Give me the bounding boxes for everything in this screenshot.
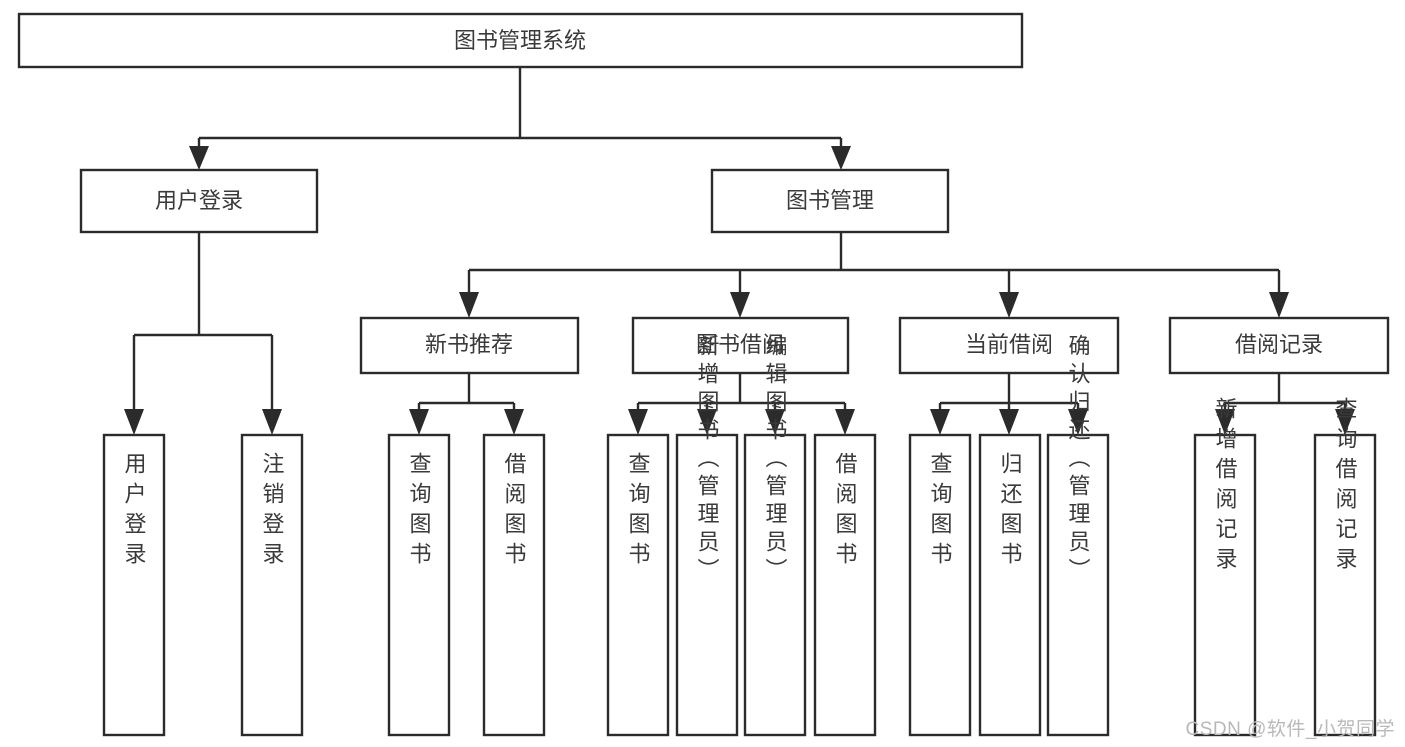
node-leaf-borrow-book-1[interactable]: 借阅图书 bbox=[482, 433, 546, 737]
node-leaf-return-book-label: 归还图书 bbox=[998, 452, 1023, 572]
arrow-head-leaf-add-book bbox=[697, 409, 717, 435]
node-new-book-recommend[interactable]: 新书推荐 bbox=[359, 316, 580, 375]
arrow-head-leaf-add-record bbox=[1215, 409, 1235, 435]
arrow-head-leaf-return-book bbox=[999, 409, 1019, 435]
arrow-head-borrow-record bbox=[1269, 292, 1289, 318]
node-leaf-borrow-book-1-label: 借阅图书 bbox=[502, 452, 527, 572]
arrow-head-leaf-query-record bbox=[1335, 409, 1355, 435]
node-leaf-query-record-box[interactable] bbox=[1313, 433, 1377, 737]
node-book-manage-label: 图书管理 bbox=[786, 188, 874, 213]
node-user-login[interactable]: 用户登录 bbox=[79, 168, 319, 234]
node-current-borrow[interactable]: 当前借阅 bbox=[898, 316, 1120, 375]
node-leaf-add-record-box[interactable] bbox=[1193, 433, 1257, 737]
arrow-head-book-manage bbox=[831, 146, 851, 170]
node-leaf-logout-login-box[interactable] bbox=[240, 433, 304, 737]
node-leaf-user-login-box[interactable] bbox=[102, 433, 166, 737]
node-leaf-borrow-book-2[interactable]: 借阅图书 bbox=[813, 433, 877, 737]
node-new-book-recommend-box[interactable] bbox=[359, 316, 580, 375]
node-book-manage-box[interactable] bbox=[710, 168, 950, 234]
node-leaf-add-book[interactable]: 新增图书（管理员） bbox=[675, 334, 739, 737]
arrow-head-leaf-confirm-return bbox=[1068, 409, 1088, 435]
node-leaf-query-record-label: 查询借阅记录 bbox=[1333, 397, 1358, 577]
node-borrow-record-box[interactable] bbox=[1168, 316, 1390, 375]
arrow-head-leaf-logout-login bbox=[262, 409, 282, 435]
node-leaf-query-record[interactable]: 查询借阅记录 bbox=[1313, 397, 1377, 737]
node-new-book-recommend-label: 新书推荐 bbox=[425, 332, 513, 357]
node-leaf-query-book-1[interactable]: 查询图书 bbox=[387, 433, 451, 737]
node-leaf-confirm-return-label: 确认归还（管理员） bbox=[1066, 334, 1091, 586]
node-book-borrow[interactable]: 图书借阅 bbox=[631, 316, 850, 375]
arrow-head-book-borrow bbox=[730, 292, 750, 318]
node-borrow-record[interactable]: 借阅记录 bbox=[1168, 316, 1390, 375]
node-leaf-query-book-2-label: 查询图书 bbox=[626, 452, 651, 572]
node-leaf-query-book-1-box[interactable] bbox=[387, 433, 451, 737]
connectors-group bbox=[124, 67, 1355, 435]
node-leaf-user-login-label: 用户登录 bbox=[122, 452, 147, 572]
node-leaf-logout-login[interactable]: 注销登录 bbox=[240, 433, 304, 737]
node-root[interactable]: 图书管理系统 bbox=[17, 12, 1024, 69]
node-leaf-query-book-3[interactable]: 查询图书 bbox=[908, 433, 972, 737]
node-leaf-user-login[interactable]: 用户登录 bbox=[102, 433, 166, 737]
node-leaf-logout-login-label: 注销登录 bbox=[260, 452, 285, 572]
node-leaf-return-book[interactable]: 归还图书 bbox=[978, 433, 1042, 737]
arrow-head-current-borrow bbox=[999, 292, 1019, 318]
node-leaf-query-book-2[interactable]: 查询图书 bbox=[606, 433, 670, 737]
arrow-head-leaf-borrow-book-2 bbox=[835, 409, 855, 435]
node-root-label: 图书管理系统 bbox=[454, 28, 586, 53]
node-leaf-add-book-label: 新增图书（管理员） bbox=[695, 334, 720, 586]
node-current-borrow-box[interactable] bbox=[898, 316, 1120, 375]
node-leaf-query-book-3-label: 查询图书 bbox=[928, 452, 953, 572]
arrow-head-leaf-borrow-book-1 bbox=[504, 409, 524, 435]
node-book-manage[interactable]: 图书管理 bbox=[710, 168, 950, 234]
node-leaf-query-book-3-box[interactable] bbox=[908, 433, 972, 737]
arrow-head-user-login bbox=[189, 146, 209, 170]
node-leaf-edit-book-box[interactable] bbox=[743, 433, 807, 737]
node-leaf-add-record-label: 新增借阅记录 bbox=[1213, 397, 1238, 577]
arrow-head-leaf-query-book-1 bbox=[409, 409, 429, 435]
arrow-head-leaf-user-login bbox=[124, 409, 144, 435]
node-book-borrow-box[interactable] bbox=[631, 316, 850, 375]
node-leaf-edit-book[interactable]: 编辑图书（管理员） bbox=[743, 334, 807, 737]
node-leaf-confirm-return[interactable]: 确认归还（管理员） bbox=[1046, 334, 1110, 737]
node-leaf-borrow-book-1-box[interactable] bbox=[482, 433, 546, 737]
node-leaf-add-record[interactable]: 新增借阅记录 bbox=[1193, 397, 1257, 737]
node-leaf-edit-book-label: 编辑图书（管理员） bbox=[763, 334, 788, 586]
arrow-head-leaf-query-book-3 bbox=[930, 409, 950, 435]
node-leaf-return-book-box[interactable] bbox=[978, 433, 1042, 737]
node-leaf-query-book-1-label: 查询图书 bbox=[407, 452, 432, 572]
node-leaf-borrow-book-2-box[interactable] bbox=[813, 433, 877, 737]
node-current-borrow-label: 当前借阅 bbox=[965, 332, 1053, 357]
node-user-login-label: 用户登录 bbox=[155, 188, 243, 213]
arrow-head-leaf-query-book-2 bbox=[628, 409, 648, 435]
node-root-box[interactable] bbox=[17, 12, 1024, 69]
node-leaf-borrow-book-2-label: 借阅图书 bbox=[833, 452, 858, 572]
node-leaf-add-book-box[interactable] bbox=[675, 433, 739, 737]
node-leaf-query-book-2-box[interactable] bbox=[606, 433, 670, 737]
node-borrow-record-label: 借阅记录 bbox=[1235, 332, 1323, 357]
arrow-head-new-book-recommend bbox=[459, 292, 479, 318]
node-leaf-confirm-return-box[interactable] bbox=[1046, 433, 1110, 737]
arrow-head-leaf-edit-book bbox=[765, 409, 785, 435]
node-book-borrow-label: 图书借阅 bbox=[696, 332, 784, 357]
node-user-login-box[interactable] bbox=[79, 168, 319, 234]
